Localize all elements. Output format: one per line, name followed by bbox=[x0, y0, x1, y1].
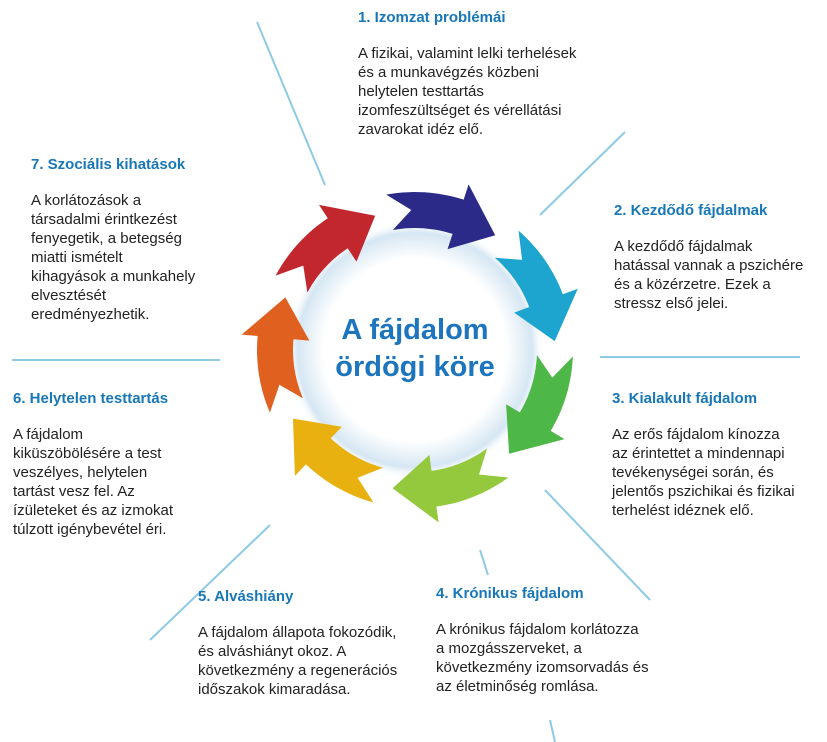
separator-line-6 bbox=[549, 719, 556, 742]
step-6-title: 6. Helytelen testtartás bbox=[13, 390, 169, 407]
center-circle bbox=[298, 233, 532, 467]
separator-line-5 bbox=[479, 549, 489, 576]
step-4-block: 4. Krónikus fájdalom A krónikus fájdalom… bbox=[436, 585, 649, 696]
step-2-text: A kezdődő fájdalmak hatással vannak a ps… bbox=[614, 238, 804, 312]
step-7-block: 7. Szociális kihatások A korlátozások a … bbox=[31, 156, 195, 324]
cycle-arrow-2 bbox=[494, 230, 578, 342]
step-2-title: 2. Kezdődő fájdalmak bbox=[614, 202, 768, 219]
step-3-text: Az erős fájdalom kínozza az érintettet a… bbox=[612, 426, 795, 519]
cycle-arrow-3 bbox=[506, 355, 573, 454]
cycle-arrow-6 bbox=[241, 297, 310, 413]
step-4-text: A krónikus fájdalom korlátozza a mozgáss… bbox=[436, 621, 649, 695]
separator-line-7 bbox=[149, 524, 271, 641]
step-1-text: A fizikai, valamint lelki terhelések és … bbox=[358, 45, 577, 138]
separator-line-1 bbox=[256, 21, 326, 186]
step-1-block: 1. Izomzat problémái A fizikai, valamint… bbox=[358, 9, 576, 139]
cycle-arrow-1 bbox=[386, 184, 496, 250]
step-5-text: A fájdalom állapota fokozódik, és alvásh… bbox=[198, 624, 398, 698]
step-3-block: 3. Kialakult fájdalom Az erős fájdalom k… bbox=[612, 390, 795, 520]
cycle-arrows bbox=[241, 184, 578, 523]
step-3-title: 3. Kialakult fájdalom bbox=[612, 390, 758, 407]
separator-lines bbox=[12, 21, 800, 742]
cycle-arrow-5 bbox=[293, 418, 383, 503]
step-5-block: 5. Alváshiány A fájdalom állapota fokozó… bbox=[198, 588, 397, 699]
step-1-title: 1. Izomzat problémái bbox=[358, 9, 506, 26]
step-7-text: A korlátozások a társadalmi érintkezést … bbox=[31, 192, 196, 323]
step-7-title: 7. Szociális kihatások bbox=[31, 156, 186, 173]
separator-line-4 bbox=[544, 489, 651, 601]
center-title: A fájdalom ördögi köre bbox=[290, 312, 540, 386]
step-6-block: 6. Helytelen testtartás A fájdalom kiküs… bbox=[13, 390, 173, 539]
separator-line-2 bbox=[539, 131, 626, 216]
step-2-block: 2. Kezdődő fájdalmak A kezdődő fájdalmak… bbox=[614, 202, 803, 313]
cycle-arrow-7 bbox=[275, 204, 376, 293]
step-6-text: A fájdalom kiküszöbölésére a test veszél… bbox=[13, 426, 174, 538]
cycle-arrow-4 bbox=[392, 448, 509, 523]
center-title-line2: ördögi köre bbox=[335, 351, 495, 383]
center-title-line1: A fájdalom bbox=[341, 314, 489, 346]
step-4-title: 4. Krónikus fájdalom bbox=[436, 585, 584, 602]
step-5-title: 5. Alváshiány bbox=[198, 588, 294, 605]
